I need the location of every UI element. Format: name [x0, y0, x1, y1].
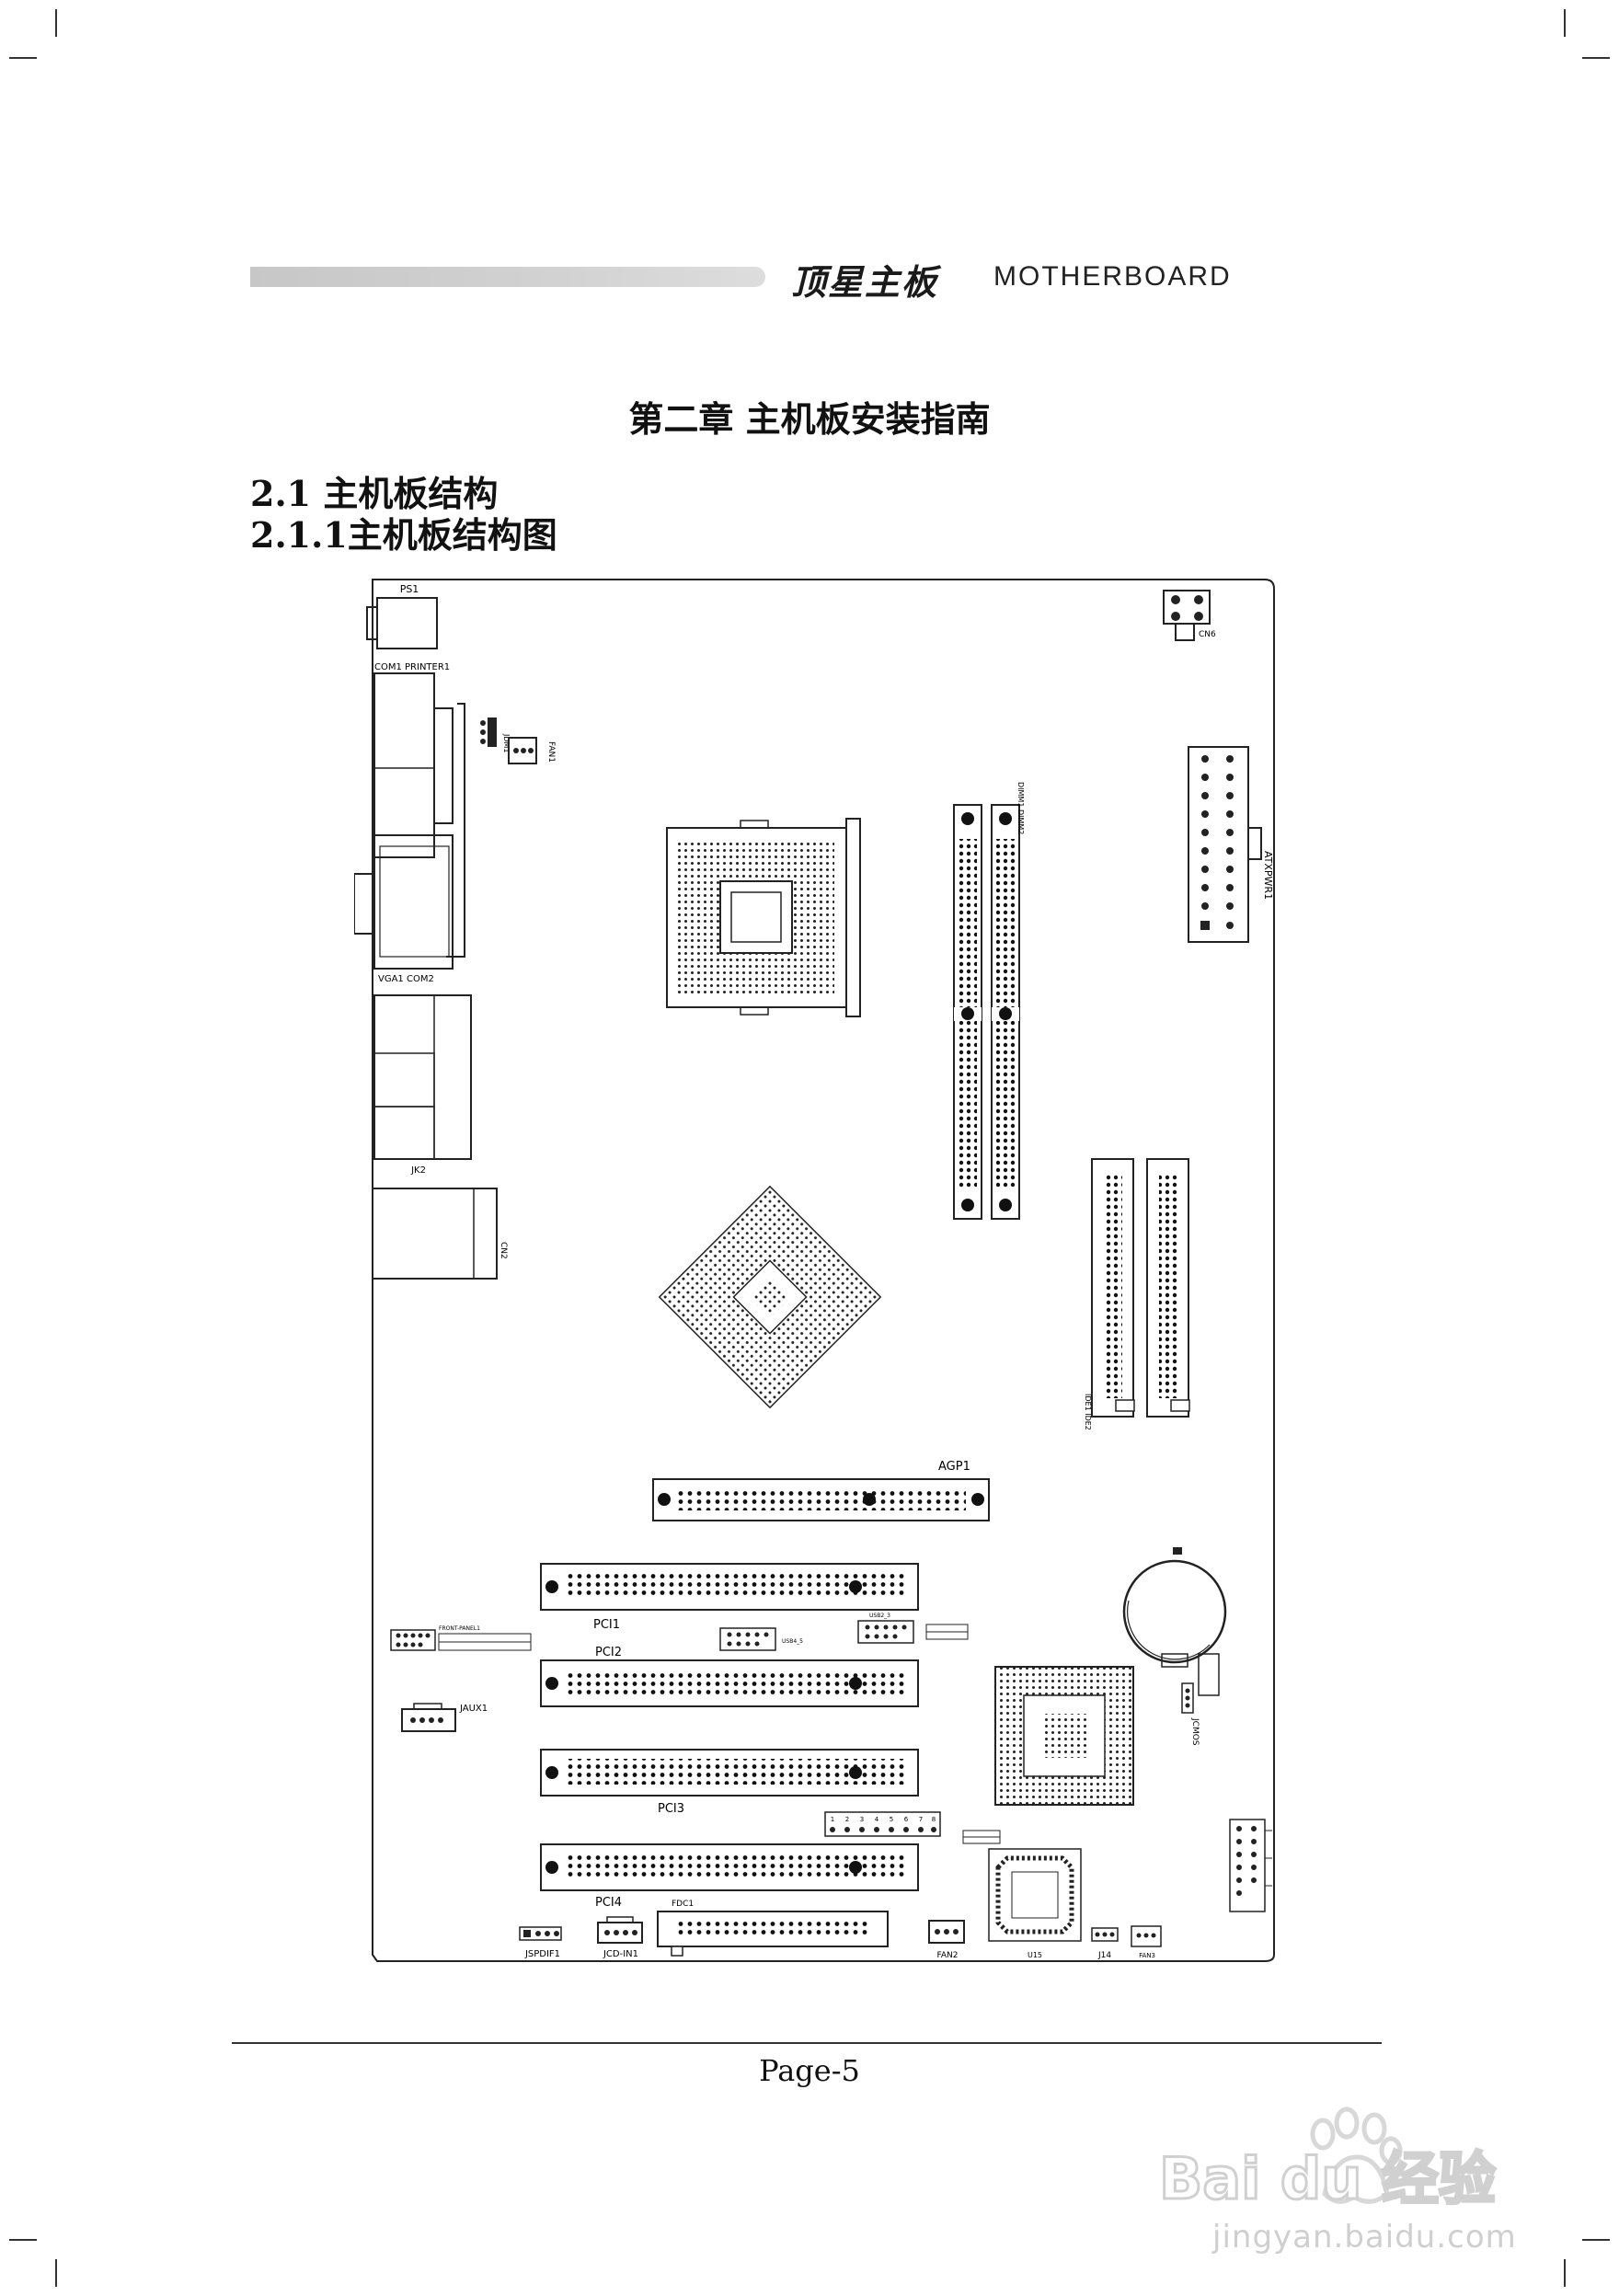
atxpwr1-label: ATXPWR1	[1262, 851, 1274, 900]
jk2-connector: JK2	[373, 994, 472, 1176]
fan2-header: FAN2	[928, 1920, 965, 1960]
crop-mark	[55, 2259, 57, 2287]
pci4-label: PCI4	[595, 1896, 622, 1910]
pin-number: 3	[860, 1816, 864, 1823]
jcd-in1-connector: JCD-IN1	[597, 1916, 643, 1959]
jk2-label: JK2	[410, 1165, 426, 1176]
jcmos-jumper: JCMOS	[1181, 1653, 1220, 1746]
dimm-label: DIMM1 DIMM2	[1016, 782, 1025, 834]
motherboard-layout-diagram: PS1 COM1 PRINTER1 JDM1 FAN1 VGA1 COM2 J	[354, 579, 1275, 1962]
crop-mark	[1564, 2259, 1566, 2287]
vga-com2-ports: VGA1 COM2	[354, 834, 454, 984]
usb-header-2: USB2_3	[857, 1613, 969, 1644]
pci1-label: PCI1	[593, 1618, 620, 1632]
pci-slot-1: PCI1	[540, 1563, 919, 1632]
header-bar	[250, 267, 765, 287]
fan1-header: FAN1	[508, 737, 556, 764]
cmos-battery	[1122, 1547, 1227, 1668]
cpu-socket	[666, 818, 861, 1017]
pin-number: 5	[890, 1816, 893, 1823]
atxpwr1-connector: ATXPWR1	[1188, 746, 1274, 943]
jaux1-label: JAUX1	[459, 1704, 488, 1714]
agp-slot: AGP1	[652, 1460, 990, 1521]
vga-com2-label: VGA1 COM2	[378, 974, 434, 984]
crop-mark	[9, 2239, 37, 2241]
footer-rule	[232, 2042, 1382, 2044]
jcmos-label: JCMOS	[1190, 1717, 1200, 1746]
ide-label: IDE1 IDE2	[1084, 1394, 1092, 1430]
subsection-heading: 2.1.1主机板结构图	[250, 514, 557, 556]
cn2-audio-jack: CN2	[372, 1188, 508, 1280]
cn6-label: CN6	[1199, 630, 1216, 639]
jaux1-connector: JAUX1	[401, 1703, 488, 1732]
pci2-label: PCI2	[595, 1646, 622, 1659]
front-panel-label: FRONT-PANEL1	[439, 1625, 480, 1632]
brand-chinese: 顶星主板	[791, 262, 939, 303]
u15-chip: U15	[988, 1848, 1082, 1959]
pci3-label: PCI3	[658, 1802, 684, 1816]
board-outline	[372, 579, 1275, 1962]
baidu-watermark-logo: Bai du 经验	[1158, 2107, 1498, 2214]
fdc1-connector: FDC1	[657, 1900, 889, 1957]
jumper-pin-row: 1 2 3 4 5 6 7 8	[824, 1811, 1001, 1844]
com1-printer-label: COM1 PRINTER1	[374, 662, 450, 672]
brand-english: MOTHERBOARD	[993, 261, 1232, 292]
ide-connectors: IDE1 IDE2	[1084, 1158, 1190, 1430]
fan2-label: FAN2	[937, 1951, 959, 1960]
fdc1-label: FDC1	[672, 1900, 694, 1909]
trace-line	[446, 703, 465, 958]
jcd-in1-label: JCD-IN1	[603, 1949, 638, 1959]
watermark-logo-text: Bai du 经验	[1159, 2145, 1496, 2212]
pin-number: 2	[845, 1816, 849, 1823]
jspdif1-header: JSPDIF1	[519, 1926, 562, 1959]
j14-header: J14	[1091, 1927, 1119, 1960]
cn6-connector: CN6	[1163, 590, 1216, 641]
section-heading: 2.1 主机板结构	[250, 473, 499, 514]
pin-number: 7	[919, 1816, 923, 1823]
cn2-label: CN2	[499, 1242, 508, 1259]
pin-number: 6	[904, 1816, 909, 1823]
pci-slot-2: PCI2	[540, 1646, 919, 1707]
southbridge-chip	[994, 1666, 1134, 1806]
northbridge-chip	[658, 1185, 882, 1409]
jdm-header: JDM1	[480, 718, 511, 753]
crop-mark	[55, 9, 57, 37]
pin-number: 1	[831, 1816, 834, 1823]
crop-mark	[9, 57, 37, 59]
pin-number: 4	[875, 1816, 879, 1823]
pci-slot-3: PCI3	[540, 1749, 919, 1816]
fan3-label: FAN3	[1139, 1952, 1155, 1959]
dimm-slots: DIMM1 DIMM2	[953, 782, 1025, 1220]
usb-header-2-label: USB2_3	[869, 1613, 890, 1619]
printer-port	[373, 672, 454, 858]
crop-mark	[1582, 2239, 1610, 2241]
watermark-url: jingyan.baidu.com	[1212, 2219, 1517, 2256]
chapter-title: 第二章 主机板安装指南	[628, 398, 991, 440]
fan1-label: FAN1	[546, 741, 556, 763]
pin-number: 8	[932, 1816, 936, 1823]
jspdif1-label: JSPDIF1	[524, 1949, 560, 1959]
ps1-label: PS1	[400, 583, 419, 595]
fan3-header: FAN3	[1131, 1925, 1162, 1959]
right-edge-header	[1229, 1819, 1272, 1912]
u15-label: U15	[1028, 1951, 1042, 1959]
pci-slot-4: PCI4	[540, 1843, 919, 1910]
crop-mark	[1582, 57, 1610, 59]
usb-header-1: USB4_5	[719, 1627, 803, 1651]
crop-mark	[1564, 9, 1566, 37]
ps1-connector: PS1	[366, 583, 438, 649]
j14-label: J14	[1097, 1951, 1111, 1960]
agp1-label: AGP1	[938, 1460, 970, 1474]
jdm-label: JDM1	[502, 733, 511, 753]
usb-header-1-label: USB4_5	[782, 1638, 803, 1645]
page-number: Page-5	[759, 2053, 860, 2088]
front-panel-header: FRONT-PANEL1	[390, 1625, 532, 1651]
